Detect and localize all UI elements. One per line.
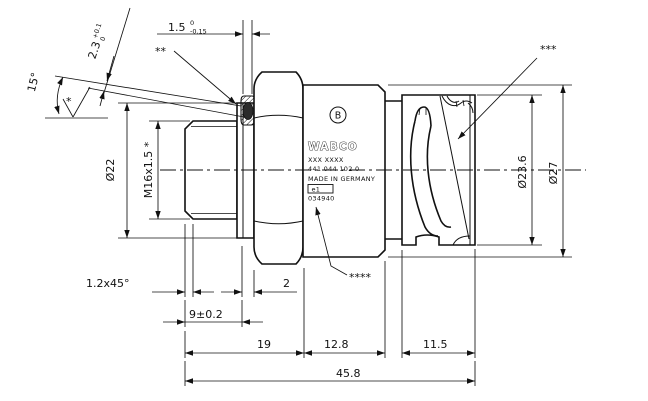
dim-seal-width-tol-upper: 0	[190, 19, 194, 27]
label-origin: MADE IN GERMANY	[308, 175, 375, 183]
dim-connector-od-label: Ø23.6	[516, 155, 529, 188]
body-section	[302, 84, 386, 258]
dim-chamfer-label: 1.2x45°	[86, 277, 130, 290]
dim-thread-length-label: 9±0.2	[189, 308, 223, 321]
dim-cone-offset-label: 2.3	[86, 40, 104, 61]
neck-section	[385, 100, 402, 240]
dim-cone-offset-tol-lower: 0	[98, 36, 107, 42]
view-marker-label: B	[335, 111, 342, 122]
dim-length-11-5: 11.5	[401, 249, 476, 358]
note-star2: **	[155, 45, 167, 58]
dim-seal-width: 1.5 0 -0.15	[157, 19, 270, 94]
view-marker-circle	[329, 106, 347, 124]
dim-connector-od: Ø23.6	[477, 94, 542, 246]
dim-length-11-5-label: 11.5	[423, 338, 448, 351]
dim-chamfer: 1.2x45°	[86, 224, 214, 297]
note-star2-leader: **	[155, 45, 237, 105]
hex-nut	[253, 71, 304, 265]
dim-seal-width-label: 1.5	[168, 21, 186, 34]
dim-length-total-label: 45.8	[336, 367, 361, 380]
dim-thread-length: 9±0.2	[163, 300, 263, 327]
label-approval: e1	[312, 186, 321, 194]
dim-length-12-8-label: 12.8	[324, 338, 349, 351]
note-star4-leader: ****	[315, 206, 372, 284]
part-outline	[184, 71, 476, 265]
dim-cone-angle-label: 15°	[25, 71, 42, 93]
note-star: *	[66, 95, 72, 108]
dim-cone-offset: 2.3 +0.1 0	[86, 7, 131, 107]
dim-length-total: 45.8	[184, 361, 476, 386]
brand-logo: WABCO	[308, 141, 358, 153]
dim-length-19-label: 19	[257, 338, 271, 351]
seal-ring	[240, 95, 256, 126]
note-star3-leader: ***	[457, 43, 557, 140]
dim-flange-od-label: Ø22	[104, 159, 117, 182]
label-code: 034940	[308, 195, 335, 203]
dim-flange-thickness: 2	[221, 246, 297, 297]
dim-body-od-label: Ø27	[547, 162, 560, 185]
dim-flange-od: Ø22	[104, 102, 239, 239]
dim-seal-width-tol-lower: -0.15	[190, 28, 207, 36]
part-marking: B WABCO XXX XXXX 441 044 102 0 MADE IN G…	[307, 106, 375, 203]
dim-flange-thickness-label: 2	[283, 277, 290, 290]
approval-box	[307, 184, 334, 194]
dim-cone-angle: 15° *	[25, 71, 245, 119]
dim-thread: M16x1.5 *	[142, 120, 190, 220]
label-placeholder-line: XXX XXXX	[308, 156, 344, 164]
dim-length-12-8: 12.8	[304, 261, 386, 358]
label-part-number: 441 044 102 0	[308, 165, 359, 173]
dim-thread-label: M16x1.5 *	[142, 141, 155, 198]
note-star3: ***	[540, 43, 557, 56]
dim-length-19: 19	[184, 268, 305, 358]
dim-body-od: Ø27	[388, 84, 572, 258]
note-star4: ****	[349, 271, 372, 284]
